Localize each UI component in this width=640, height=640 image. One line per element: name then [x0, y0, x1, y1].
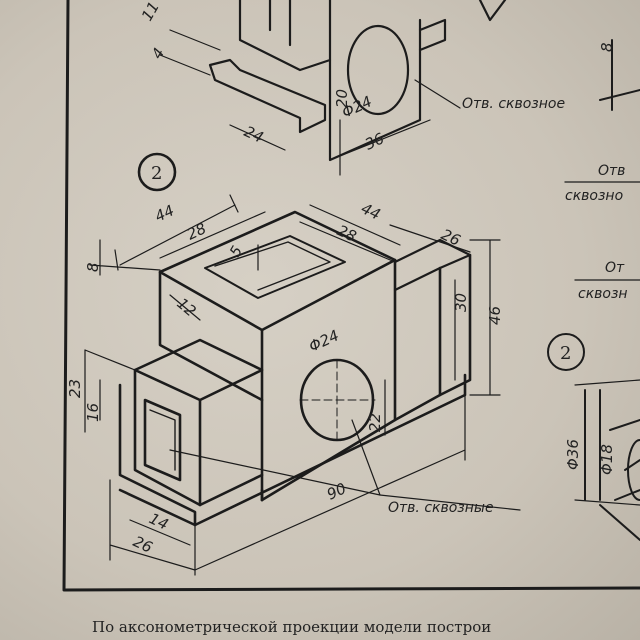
right-column-fragments — [547, 39, 640, 541]
dim-23: 23 — [66, 379, 84, 398]
dim-36: 36 — [362, 129, 387, 153]
dim-30: 30 — [452, 293, 470, 312]
dim-28-left: 28 — [184, 219, 209, 243]
page-caption: По аксонометрической проекции модели пос… — [92, 618, 492, 636]
dim-8-top: 8 — [598, 42, 616, 52]
right-note-1-top: Отв — [598, 163, 625, 179]
model-2-number: 2 — [151, 163, 162, 184]
through-holes-note: Отв. сквозные — [388, 500, 494, 516]
dim-22: 22 — [366, 413, 384, 432]
right-column-labels: Отв сквозно От сквозн 2 Φ36 Φ18 — [560, 163, 628, 475]
through-hole-note-top: Отв. сквозное — [462, 96, 565, 112]
dim-8: 8 — [84, 262, 102, 272]
right-note-2-bottom: сквозн — [578, 286, 628, 302]
model-2-dimension-lines — [84, 194, 521, 576]
dim-26-bottom: 26 — [130, 532, 155, 556]
diameter-36: Φ36 — [564, 439, 582, 470]
right-note-2-top: От — [605, 260, 625, 276]
dim-11: 11 — [138, 0, 163, 24]
right-model-number: 2 — [560, 343, 571, 364]
model-2-number-circle — [137, 152, 177, 192]
dim-26-top: 26 — [438, 225, 463, 249]
diameter-18: Φ18 — [598, 444, 616, 475]
dim-4: 4 — [148, 45, 168, 62]
diameter-24: Φ24 — [306, 326, 342, 355]
model-2-labels: 2 44 28 44 28 26 8 5 12 30 46 23 16 Φ24 … — [66, 163, 504, 557]
page-frame — [62, 0, 640, 592]
dim-46: 46 — [486, 306, 504, 325]
right-note-1-bottom: сквозно — [565, 188, 623, 204]
dim-90: 90 — [324, 479, 349, 503]
dim-16: 16 — [84, 403, 102, 422]
dim-24-top: 24 — [241, 122, 266, 146]
model-2 — [118, 152, 472, 527]
top-model-labels: 11 4 20 24 Φ24 36 8 Отв. сквозное — [138, 0, 616, 154]
dim-20: 20 — [333, 89, 351, 108]
top-model — [159, 0, 507, 176]
dim-44-left: 44 — [152, 201, 177, 225]
dim-44-right: 44 — [358, 199, 383, 223]
